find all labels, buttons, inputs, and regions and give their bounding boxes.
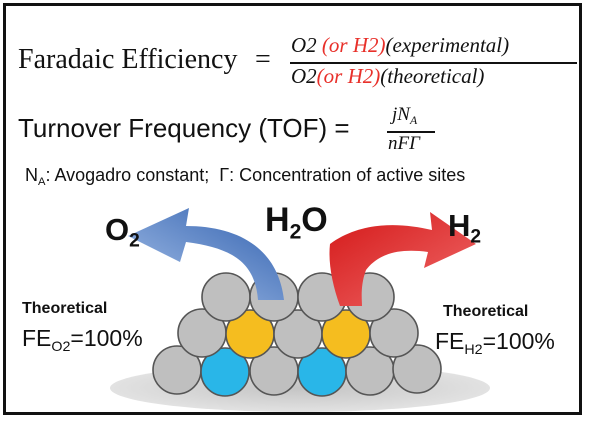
arrow-o2-evolution <box>128 208 284 300</box>
legend-n-subscript: A <box>38 175 46 188</box>
numerator-alt-species: (or H2) <box>321 33 386 57</box>
atom-gray <box>201 272 251 322</box>
theoretical-heading-right: Theoretical <box>443 303 529 320</box>
atom-gray <box>369 308 419 358</box>
tof-denominator: nFΓ <box>388 133 420 154</box>
h2-subscript: 2 <box>470 226 482 248</box>
h2o-h-symbol: H <box>265 201 290 239</box>
legend-gamma-description: Γ: Concentration of active sites <box>219 165 466 185</box>
tof-n: N <box>397 104 410 125</box>
faradaic-fraction-bar <box>290 62 577 64</box>
o2-symbol: O <box>105 212 130 247</box>
h2-product-label: H2 <box>448 208 481 247</box>
fe-h2-value: FEH2=100% <box>435 328 555 358</box>
fe-o2-value: FEO2=100% <box>22 325 143 355</box>
h2-symbol: H <box>448 208 471 243</box>
fe-h2-symbol: FE <box>435 328 465 354</box>
fe-h2-subscript: H2 <box>464 341 483 358</box>
fe-o2-subscript: O2 <box>51 338 71 355</box>
faradaic-equals-sign: = <box>255 44 271 75</box>
tof-label: Turnover Frequency (TOF) = <box>18 113 350 143</box>
denominator-species: O2 <box>291 64 317 88</box>
symbol-legend: NA: Avogadro constant; Γ: Concentration … <box>25 165 466 188</box>
fe-h2-percent: =100% <box>482 328 555 354</box>
h2o-reactant-label: H2O <box>265 201 328 244</box>
legend-n-description: : Avogadro constant; <box>45 165 210 185</box>
atom-lattice <box>152 272 442 397</box>
tof-n-subscript: A <box>409 114 418 128</box>
arrow-h2-evolution <box>329 212 476 306</box>
h2o-o-symbol: O <box>301 201 328 239</box>
faradaic-efficiency-label: Faradaic Efficiency <box>18 44 238 75</box>
legend-n: N <box>25 165 38 185</box>
tof-fraction-bar <box>387 131 435 133</box>
atom-blue <box>200 347 250 397</box>
o2-product-label: O2 <box>105 212 140 251</box>
numerator-species: O2 <box>291 33 317 57</box>
denominator-alt-species: (or H2) <box>316 64 381 88</box>
fe-o2-percent: =100% <box>70 325 143 351</box>
numerator-qualifier: (experimental) <box>385 33 510 57</box>
h2o-subscript: 2 <box>289 220 302 244</box>
o2-subscript: 2 <box>129 230 140 252</box>
tof-numerator: jNA <box>392 104 417 126</box>
fe-o2-symbol: FE <box>22 325 52 351</box>
tof-j: j <box>392 104 398 125</box>
faradaic-numerator: O2 (or H2)(experimental) <box>291 33 509 58</box>
atom-gray <box>392 344 442 394</box>
denominator-qualifier: (theoretical) <box>380 64 485 88</box>
faradaic-denominator: O2(or H2)(theoretical) <box>291 64 484 89</box>
theoretical-heading-left: Theoretical <box>22 300 108 317</box>
